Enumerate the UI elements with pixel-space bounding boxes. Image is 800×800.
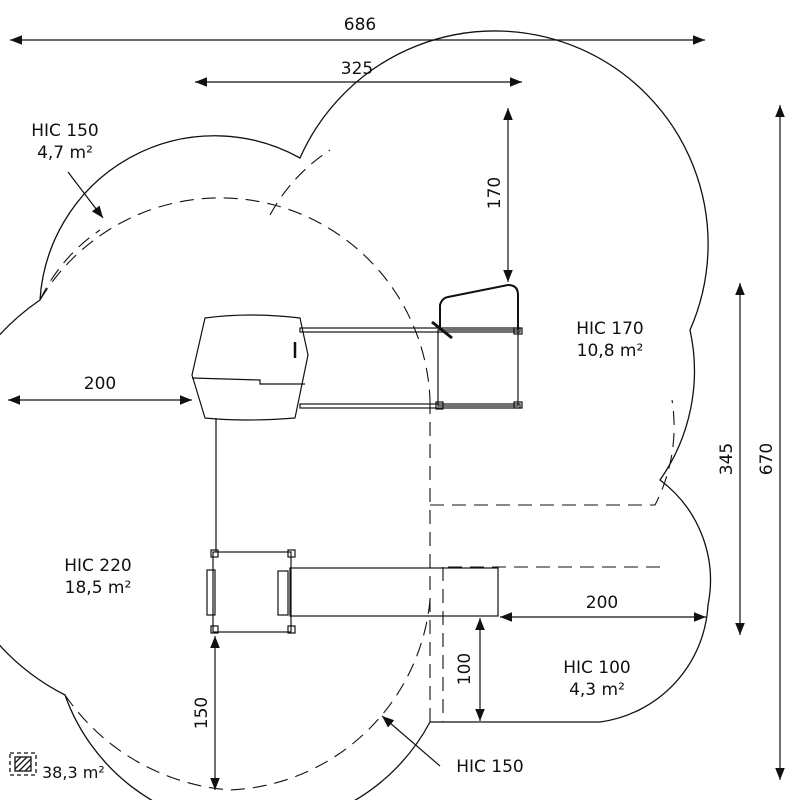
dim-right-height: 345 [717,442,737,476]
zone-hic: HIC 100 [563,658,631,678]
legend-total-area: 38,3 m² [42,763,105,782]
play-equipment [191,283,523,634]
dim-left-clearance: 200 [83,374,117,394]
zone-area: 10,8 m² [576,341,644,361]
zone-label-hic170: HIC 170 10,8 m² [565,318,655,362]
dim-bottom-clearance: 150 [192,696,212,730]
zone-label-hic220: HIC 220 18,5 m² [53,555,143,599]
zone-hic: HIC 220 [64,556,132,576]
hatched-area-icon [9,752,37,776]
zone-area: 4,3 m² [569,680,625,700]
dim-slide-clearance: 200 [585,593,619,613]
zone-hic: HIC 170 [576,319,644,339]
zone-area: 18,5 m² [64,578,132,598]
dim-total-width: 686 [343,15,377,35]
dim-total-height: 670 [757,442,777,476]
dim-upper-width: 325 [340,59,374,79]
safety-area-outline [0,30,712,800]
zone-boundaries [39,149,675,791]
zone-label-hic150-bottom: HIC 150 [456,757,524,777]
dim-side-clearance: 100 [455,652,475,686]
dimension-lines [8,35,785,790]
zone-label-hic150-top: HIC 150 4,7 m² [20,120,110,164]
zone-hic: HIC 150 [31,121,99,141]
zone-area: 4,7 m² [37,143,93,163]
dim-top-clearance: 170 [485,176,505,210]
zone-label-hic100: HIC 100 4,3 m² [552,657,642,701]
